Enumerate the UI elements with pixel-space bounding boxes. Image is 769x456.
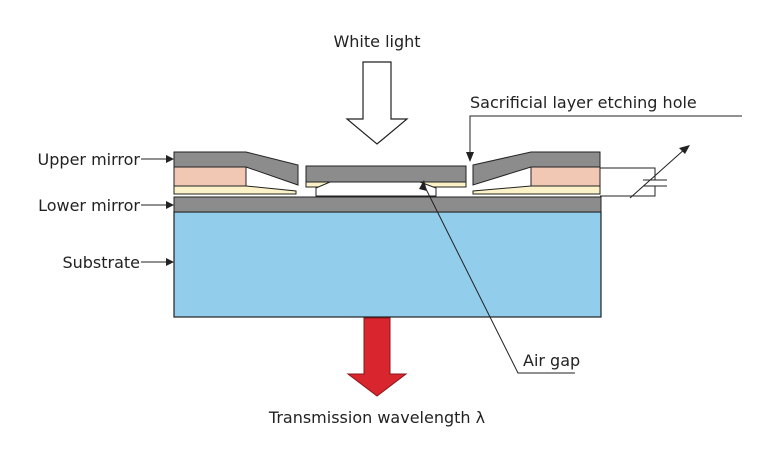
upper-mirror-center — [305, 165, 467, 183]
upper-mirror-label: Upper mirror — [38, 150, 141, 169]
transmission-arrow — [346, 317, 408, 397]
spacer-right — [530, 166, 601, 187]
variable-arrowhead — [679, 145, 690, 154]
upper-mirror-pointer-head — [166, 155, 174, 163]
lower-mirror-layer — [173, 196, 602, 213]
sacrificial-layer-left — [173, 185, 297, 195]
substrate-label: Substrate — [62, 253, 140, 272]
etching-hole-label: Sacrificial layer etching hole — [470, 93, 697, 112]
substrate-pointer-head — [166, 258, 174, 266]
sacrificial-layer-right — [472, 185, 601, 195]
air-gap-leader — [423, 184, 575, 374]
air-gap-arrowhead — [419, 180, 427, 191]
transmission-label: Transmission wavelength λ — [268, 408, 485, 427]
upper-mirror-left — [173, 151, 299, 186]
white-light-arrow — [345, 61, 409, 145]
spacer-left — [173, 166, 247, 187]
lower-mirror-pointer-head — [166, 201, 174, 209]
wire-top — [600, 167, 656, 180]
white-light-label: White light — [333, 32, 420, 51]
upper-mirror-right — [472, 151, 601, 186]
substrate-block — [173, 211, 602, 318]
air-gap-label: Air gap — [523, 351, 580, 370]
etching-hole-leader — [469, 115, 742, 158]
etching-hole-arrowhead — [466, 152, 474, 162]
wire-bottom — [600, 186, 656, 197]
air-gap-cavity — [315, 181, 437, 197]
variable-arrow-line — [629, 147, 687, 199]
lower-mirror-label: Lower mirror — [38, 196, 140, 215]
